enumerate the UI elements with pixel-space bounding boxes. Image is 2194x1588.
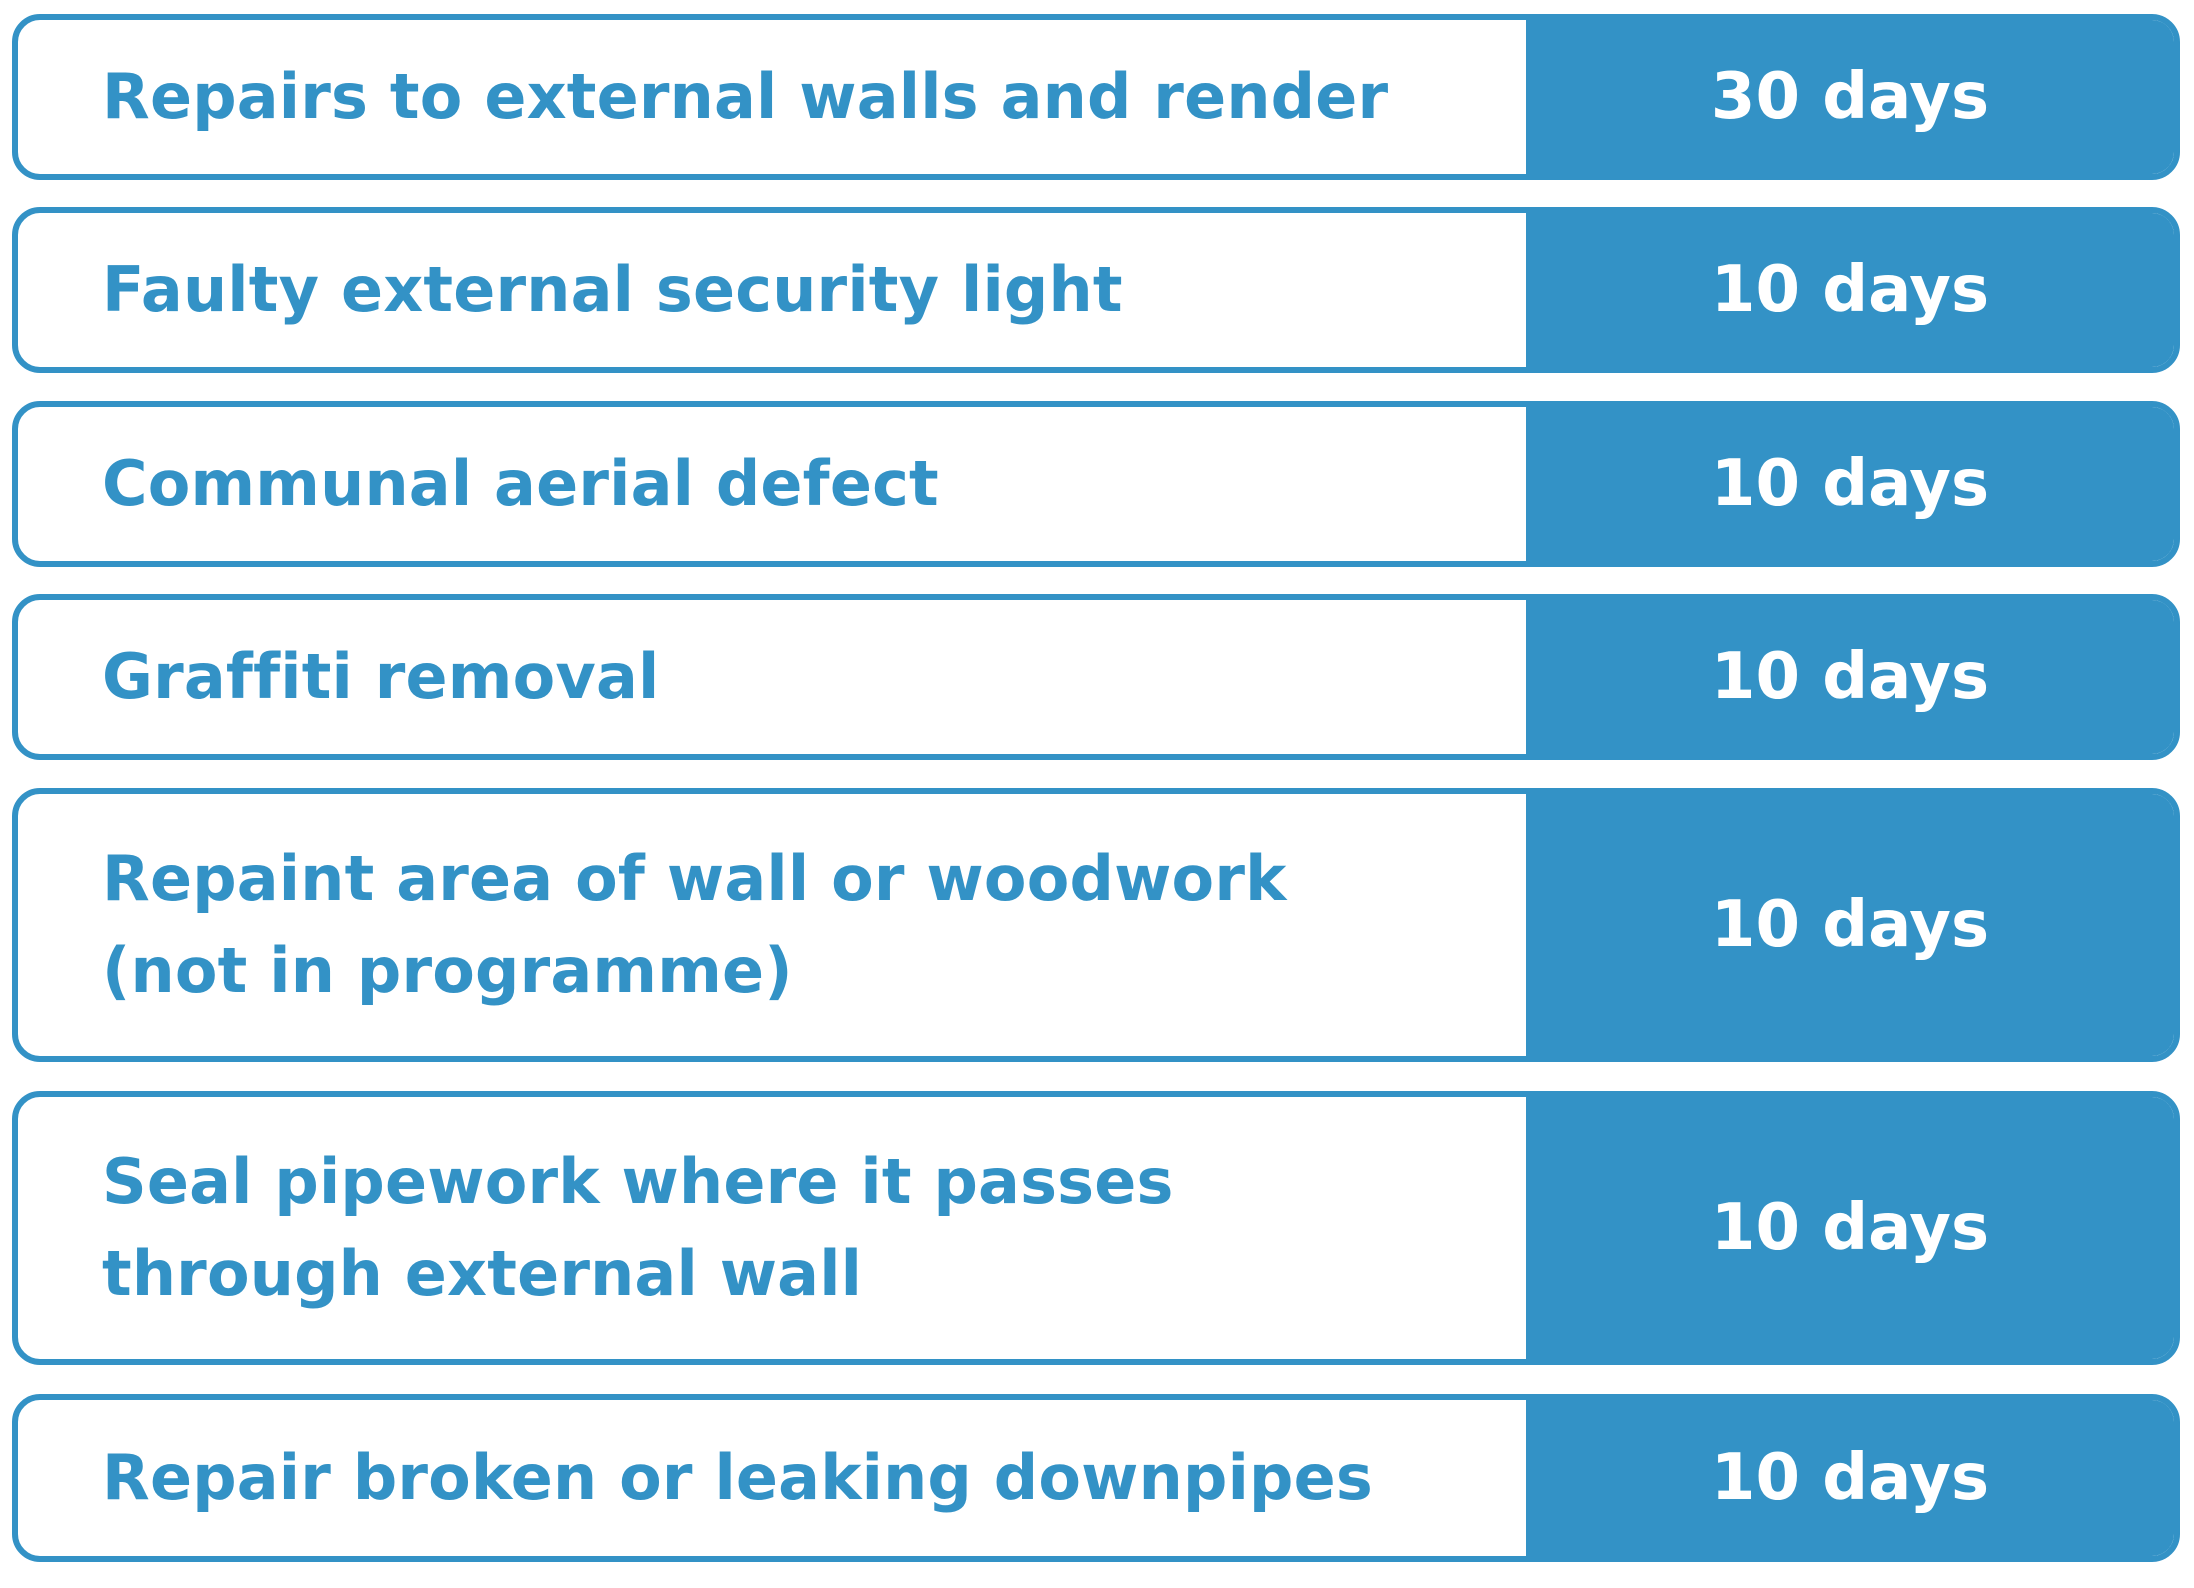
repair-row: Graffiti removal 10 days bbox=[12, 594, 2180, 760]
repair-time-label: 10 days bbox=[1526, 794, 2174, 1056]
repair-row: Repaint area of wall or woodwork (not in… bbox=[12, 788, 2180, 1062]
repair-row: Seal pipework where it passes through ex… bbox=[12, 1091, 2180, 1365]
repair-time-label: 10 days bbox=[1526, 213, 2174, 367]
repair-task-label: Graffiti removal bbox=[102, 640, 660, 713]
repair-task-label: Repair broken or leaking downpipes bbox=[102, 1441, 1373, 1514]
repair-row: Repair broken or leaking downpipes 10 da… bbox=[12, 1394, 2180, 1562]
repair-task-label: Repairs to external walls and render bbox=[102, 60, 1389, 133]
repair-task-label: Repaint area of wall or woodwork (not in… bbox=[102, 842, 1287, 1007]
repair-time-label: 10 days bbox=[1526, 1097, 2174, 1359]
repair-row: Faulty external security light 10 days bbox=[12, 207, 2180, 373]
repair-time-label: 30 days bbox=[1526, 20, 2174, 174]
repair-time-label: 10 days bbox=[1526, 407, 2174, 561]
repair-row: Repairs to external walls and render 30 … bbox=[12, 14, 2180, 180]
repair-task-label: Seal pipework where it passes through ex… bbox=[102, 1145, 1174, 1310]
repair-time-label: 10 days bbox=[1526, 1400, 2174, 1556]
repair-row: Communal aerial defect 10 days bbox=[12, 401, 2180, 567]
repair-task-label: Faulty external security light bbox=[102, 253, 1123, 326]
repair-time-label: 10 days bbox=[1526, 600, 2174, 754]
repair-task-label: Communal aerial defect bbox=[102, 447, 939, 520]
